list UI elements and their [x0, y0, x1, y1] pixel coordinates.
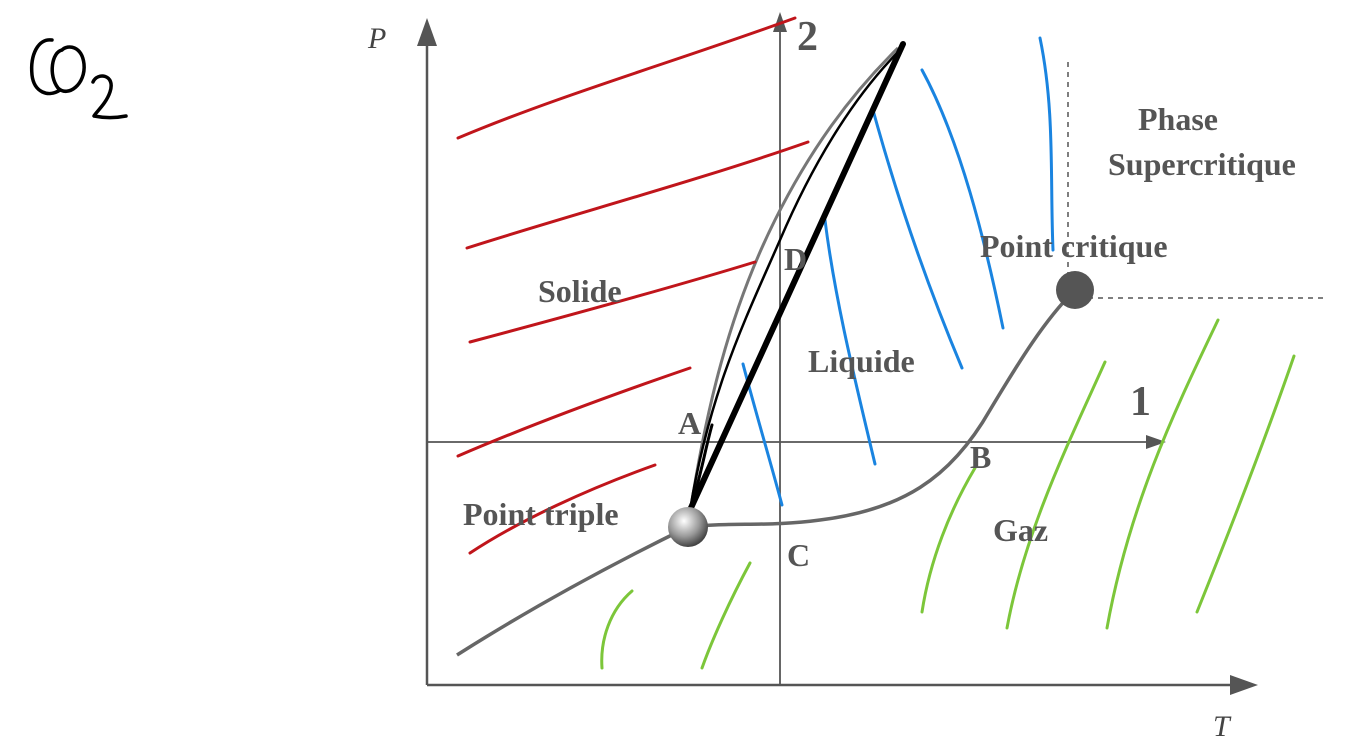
sublimation-curve — [456, 525, 689, 657]
triple-point-marker — [668, 507, 708, 547]
liquid-hatch-line — [1038, 36, 1055, 252]
gas-hatching — [600, 318, 1296, 670]
letter-o-stroke — [50, 45, 86, 94]
letter-c-stroke — [29, 38, 62, 96]
point-a-label: A — [678, 405, 701, 441]
vaporization-curve — [687, 290, 1075, 529]
axes — [417, 18, 1258, 695]
x-axis-arrowhead — [1230, 675, 1258, 695]
line-1-arrowhead — [1146, 435, 1166, 449]
triple-point-label: Point triple — [463, 496, 619, 532]
point-c-label: C — [787, 537, 810, 573]
gas-region-label: Gaz — [993, 512, 1048, 548]
liquid-hatch-line — [871, 108, 964, 370]
supercritical-label-line1: Phase — [1138, 101, 1218, 137]
solid-region-label: Solide — [538, 273, 622, 309]
point-d-label: D — [784, 241, 807, 277]
supercritical-boundary — [1067, 62, 1328, 299]
gas-hatch-line — [600, 589, 634, 670]
digit-2-stroke — [91, 74, 128, 120]
gas-hatch-line — [1195, 354, 1296, 614]
critical-point-marker — [1056, 271, 1094, 309]
overlay-short-stroke — [688, 423, 714, 512]
liquid-hatch-line — [920, 68, 1005, 330]
solid-hatch-line — [456, 366, 692, 458]
gas-hatch-line — [920, 466, 977, 614]
supercritical-label-line2: Supercritique — [1108, 146, 1296, 182]
liquid-hatch-line — [823, 218, 877, 466]
liquid-region-label: Liquide — [808, 343, 915, 379]
point-b-label: B — [970, 439, 991, 475]
solid-hatch-line — [465, 140, 810, 250]
critical-point-label: Point critique — [980, 228, 1168, 264]
gas-hatch-line — [1005, 360, 1107, 630]
reference-lines — [427, 12, 1166, 685]
overlay-straight-line — [687, 41, 906, 513]
gas-hatch-line — [1105, 318, 1220, 630]
fusion-curve — [686, 46, 900, 528]
line-1-label: 1 — [1130, 379, 1151, 425]
solid-hatch-line — [468, 463, 657, 555]
handwritten-overlay — [687, 41, 906, 513]
handwritten-title — [29, 38, 128, 120]
gas-hatch-line — [700, 561, 752, 670]
overlay-curve-line — [688, 48, 902, 512]
y-axis-label: P — [367, 22, 386, 55]
solid-hatch-line — [456, 16, 797, 140]
y-axis-arrowhead — [417, 18, 437, 46]
solid-hatching — [456, 16, 810, 555]
phase-boundaries — [456, 46, 1075, 657]
solid-hatch-line — [468, 260, 757, 344]
x-axis-label: T — [1213, 710, 1232, 743]
line-2-label: 2 — [797, 14, 818, 60]
